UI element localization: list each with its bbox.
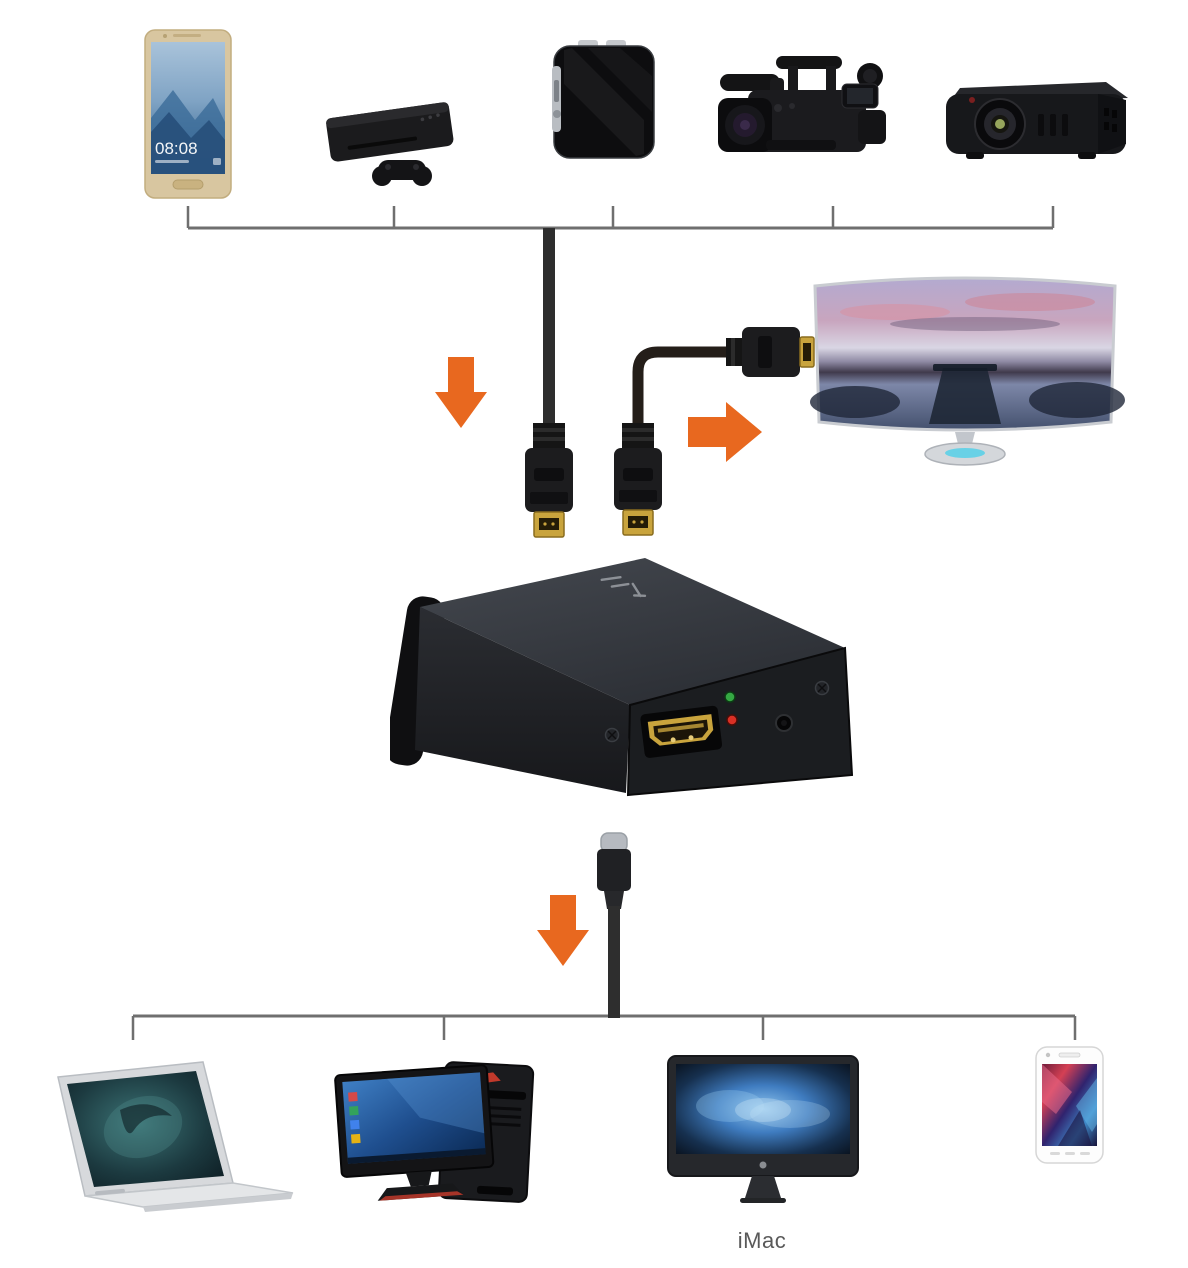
apple-logo-icon [759,1161,767,1169]
arrow-down-usb [537,895,589,966]
hdmi-input-cable [525,228,573,538]
macbook-icon [57,1061,294,1212]
imac-icon [667,1055,859,1203]
pc-monitor [334,1064,495,1201]
smartphone-source-icon: 08:08 [144,29,232,199]
imac-label: iMac [737,1228,787,1253]
screw [814,680,830,696]
phone-clock: 08:08 [155,139,198,158]
gaming-desktop-icon [334,1061,535,1203]
top-bracket [186,206,1055,230]
tv-box-icon [552,40,655,159]
screw [604,727,620,743]
led-green [724,691,736,703]
smartphone-sink-icon [1035,1046,1104,1164]
game-console-icon [326,102,454,186]
brand-logo [600,576,647,598]
curved-monitor-icon [810,276,1125,466]
arrow-down-input [435,357,487,428]
video-camera-icon [718,56,886,152]
hdmi-output-cable [614,327,815,536]
projector-icon [946,82,1128,159]
arrow-right-output [688,402,762,462]
hdmi-port [640,705,723,758]
gamepad-icon [372,160,432,186]
bottom-bracket [131,1014,1077,1040]
led-red [726,714,738,726]
usb-c-cable [597,832,631,1018]
hdmi-usb-converter-icon [390,558,854,797]
